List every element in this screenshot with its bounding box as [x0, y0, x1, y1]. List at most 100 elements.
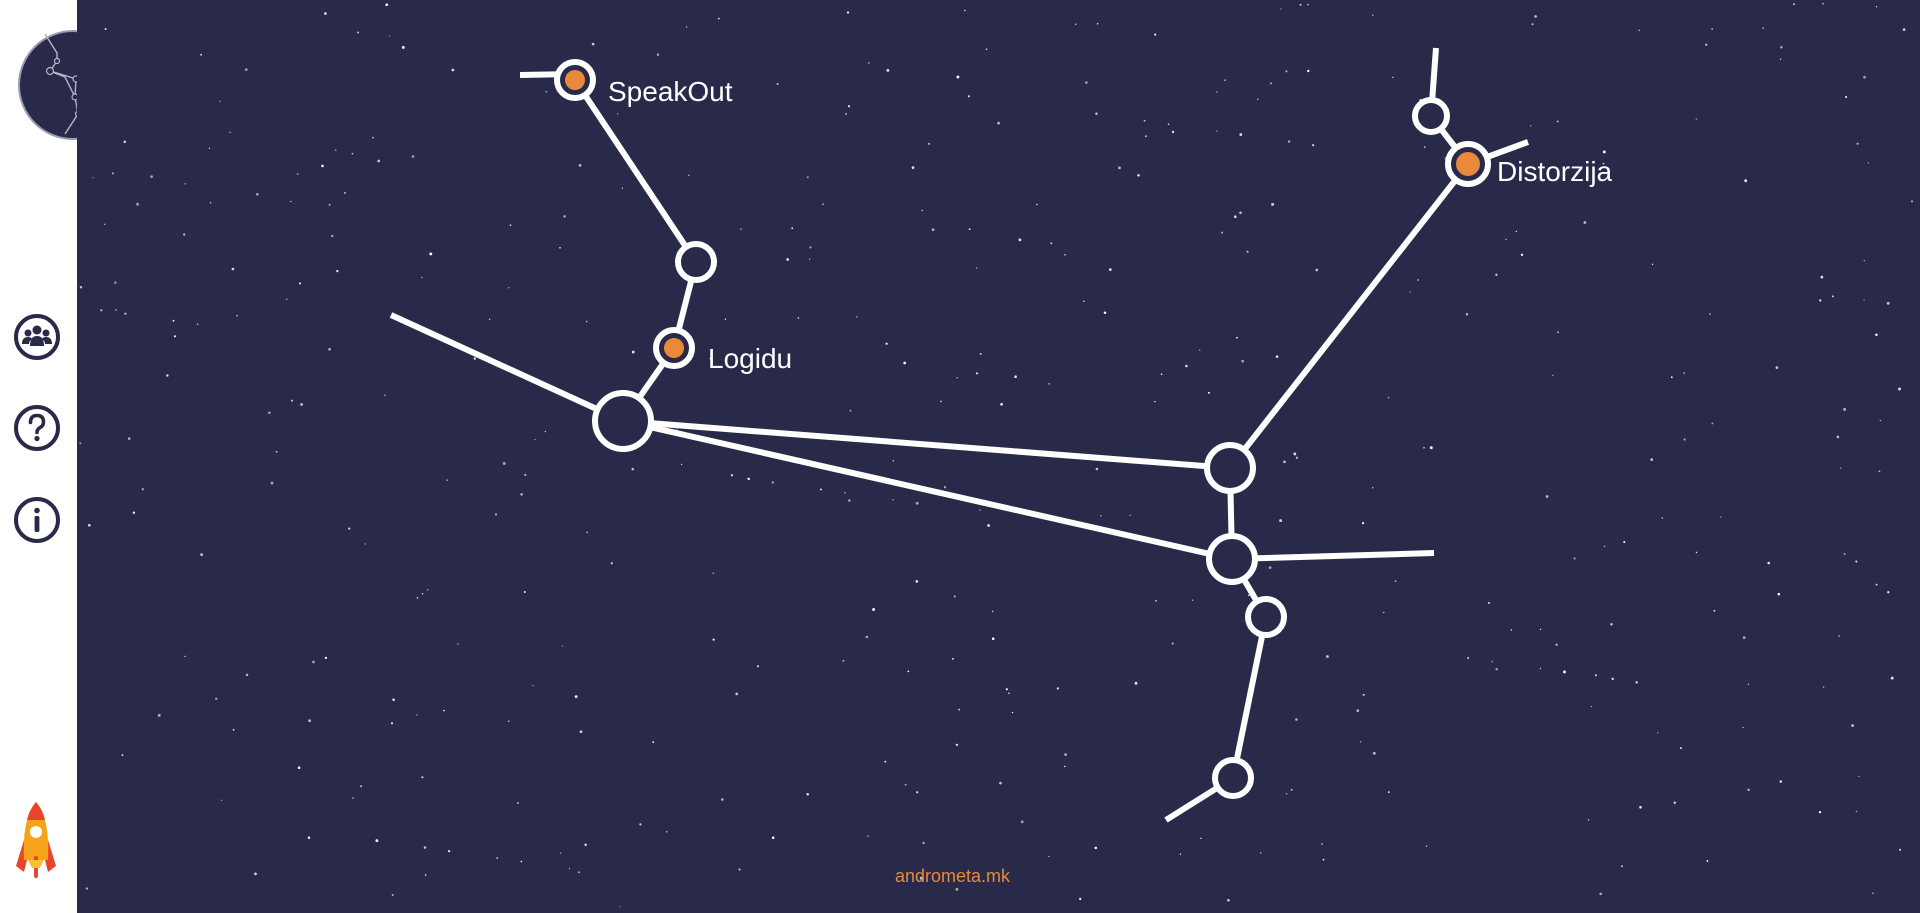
- star: [1603, 545, 1606, 547]
- star: [416, 714, 418, 716]
- star: [473, 357, 477, 360]
- star: [200, 553, 203, 556]
- star: [721, 798, 724, 801]
- star: [196, 323, 199, 326]
- star: [132, 511, 136, 515]
- constellation-node[interactable]: [1204, 442, 1256, 494]
- star: [1167, 123, 1170, 126]
- star: [1290, 788, 1293, 791]
- star: [1775, 366, 1779, 369]
- star: [364, 543, 366, 545]
- star: [1651, 263, 1654, 265]
- star: [685, 26, 688, 28]
- star: [1171, 130, 1175, 134]
- info-icon: [14, 497, 60, 543]
- star: [1234, 215, 1237, 218]
- constellation-node[interactable]: [592, 390, 654, 452]
- star: [114, 281, 117, 284]
- star: [1539, 628, 1542, 631]
- constellation-node[interactable]: [1245, 596, 1287, 638]
- star: [892, 499, 894, 501]
- star: [1887, 591, 1890, 594]
- star: [904, 783, 907, 786]
- star: [348, 527, 351, 530]
- constellation-node[interactable]: [1212, 757, 1254, 799]
- star: [1555, 643, 1558, 646]
- star: [1902, 28, 1906, 31]
- star: [245, 673, 249, 677]
- star: [141, 488, 144, 491]
- star: [1236, 336, 1238, 339]
- constellation-node[interactable]: [675, 241, 717, 283]
- star: [563, 215, 566, 218]
- constellation-node[interactable]: [1412, 97, 1450, 135]
- star: [1285, 793, 1288, 795]
- star: [952, 658, 954, 660]
- star: [1423, 146, 1426, 148]
- star: [124, 312, 127, 315]
- star: [610, 562, 613, 565]
- star: [231, 267, 235, 271]
- star: [1515, 230, 1518, 233]
- rocket-icon[interactable]: [14, 800, 58, 882]
- star: [1621, 865, 1623, 868]
- star: [1711, 28, 1713, 30]
- star: [1875, 6, 1878, 8]
- star: [911, 166, 915, 169]
- star: [868, 62, 870, 64]
- star: [421, 276, 423, 279]
- star: [424, 874, 427, 876]
- star: [1048, 855, 1050, 858]
- star: [385, 3, 389, 7]
- star: [892, 460, 894, 462]
- star: [985, 48, 988, 51]
- star: [1851, 724, 1855, 728]
- star: [1239, 211, 1242, 215]
- star: [1683, 372, 1685, 374]
- star: [1094, 846, 1098, 850]
- info-button[interactable]: [13, 496, 61, 544]
- star: [1520, 253, 1524, 256]
- help-button[interactable]: [13, 404, 61, 452]
- star: [943, 485, 947, 489]
- group-icon: [14, 314, 60, 360]
- star: [1179, 853, 1182, 855]
- star: [958, 708, 961, 711]
- star: [1838, 635, 1840, 637]
- star: [578, 164, 582, 167]
- star: [85, 887, 89, 890]
- star: [1599, 892, 1602, 896]
- star: [423, 846, 427, 849]
- star: [1556, 120, 1559, 123]
- distorzija-label[interactable]: Distorzija: [1497, 156, 1613, 187]
- star: [806, 792, 809, 796]
- star: [392, 698, 395, 701]
- star: [1227, 898, 1230, 902]
- logidu-label[interactable]: Logidu: [708, 343, 792, 374]
- star: [1315, 268, 1319, 272]
- star: [328, 347, 331, 351]
- star: [1050, 242, 1053, 245]
- footer-link[interactable]: andrometa.mk: [895, 866, 1011, 886]
- speakout-label[interactable]: SpeakOut: [608, 76, 733, 107]
- star: [1713, 609, 1716, 612]
- star: [776, 82, 779, 86]
- star: [1280, 8, 1282, 10]
- star: [688, 174, 690, 176]
- constellation-node[interactable]: [1206, 533, 1258, 585]
- star: [956, 377, 958, 379]
- star: [1362, 693, 1365, 696]
- star: [1899, 848, 1902, 851]
- star: [1356, 709, 1360, 712]
- star: [1325, 655, 1329, 658]
- star: [1911, 200, 1913, 203]
- star: [1056, 687, 1060, 690]
- star: [819, 488, 822, 491]
- team-button[interactable]: [13, 313, 61, 361]
- star: [809, 258, 811, 260]
- star: [254, 872, 257, 876]
- star: [809, 246, 812, 249]
- star: [559, 852, 562, 854]
- star: [1224, 79, 1227, 82]
- star: [955, 887, 959, 891]
